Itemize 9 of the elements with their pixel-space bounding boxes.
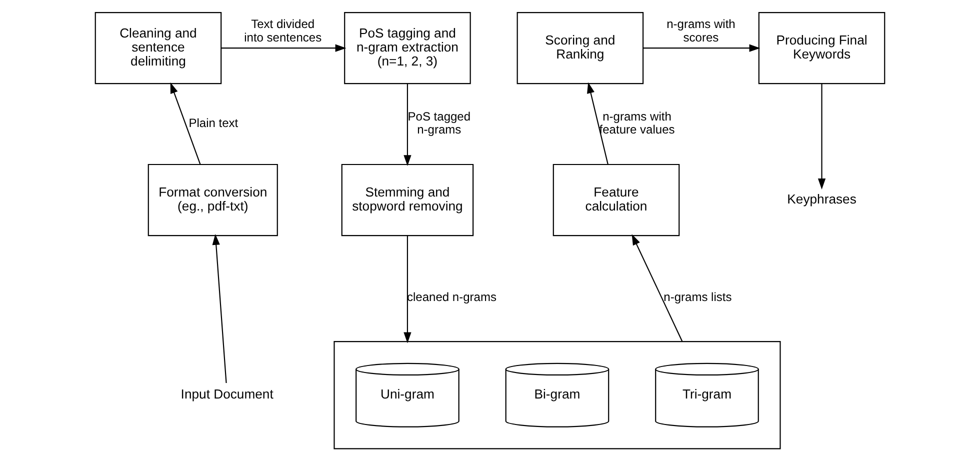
edge-label: Text divided into sentences [244, 17, 322, 44]
edge-label: n-grams with feature values [598, 110, 674, 137]
edge-label: n-grams with scores [666, 17, 735, 44]
node-text: Input Document [180, 386, 273, 402]
node-text: Keyphrases [786, 191, 856, 206]
edge-label: PoS tagged n-grams [407, 110, 470, 137]
edge-label: n-grams lists [663, 290, 732, 304]
edge-label: cleaned n-grams [406, 290, 496, 304]
edge-label: Plain text [188, 116, 238, 130]
